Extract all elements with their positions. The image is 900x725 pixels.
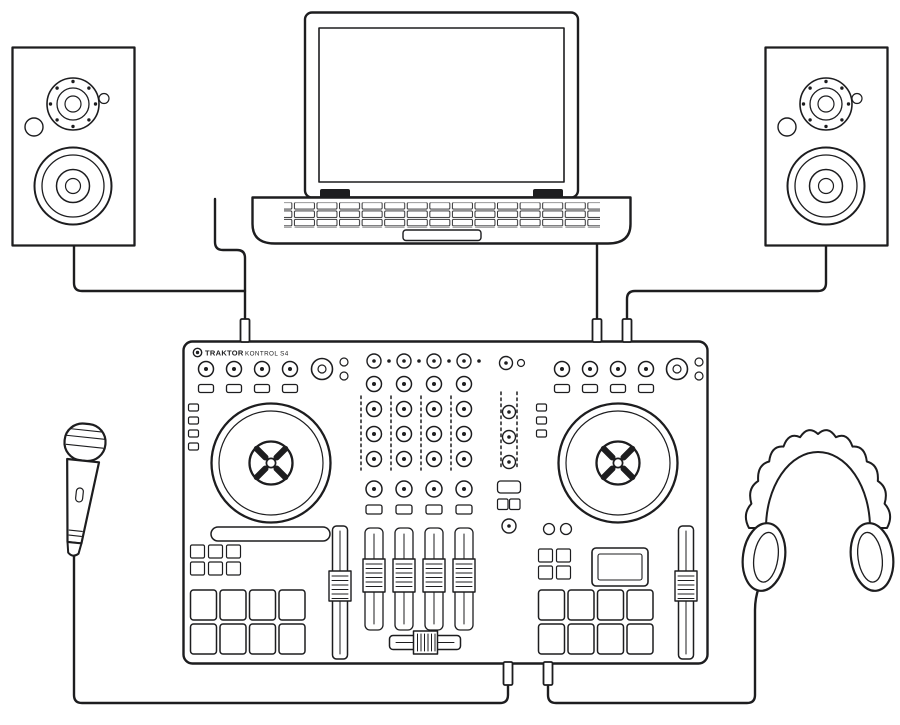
ear-cup-left: [741, 522, 787, 592]
tempo-fader-left: [328, 525, 352, 660]
controller-body: [182, 340, 709, 665]
model-text: KONTROL S4: [245, 351, 289, 358]
cable-right-speaker: [625, 244, 828, 321]
cable-headphones: [546, 585, 761, 705]
master-column: [496, 355, 526, 534]
brand-text: TRAKTOR: [205, 349, 244, 358]
plug-bottom-phones: [542, 661, 554, 686]
mic-grille: [65, 428, 106, 449]
ni-logo-icon: [192, 347, 203, 358]
deck-left: [187, 357, 352, 660]
deck-right: [535, 357, 704, 660]
controller-branding: TRAKTOR KONTROL S4: [192, 347, 289, 358]
cables: [72, 197, 828, 705]
level-meters: [360, 395, 452, 471]
microphone: [63, 422, 107, 557]
laptop-display: [318, 27, 565, 183]
laptop-touchpad: [402, 229, 482, 242]
cable-microphone: [72, 543, 510, 705]
loop-encoder-right: [665, 357, 689, 381]
mic-cap: [66, 540, 83, 557]
display-right: [591, 547, 649, 587]
master-meters: [500, 391, 518, 471]
touch-strip-left: [210, 526, 331, 542]
cable-plugs: [239, 318, 633, 686]
cable-laptop-left: [213, 197, 247, 321]
loop-encoder-left: [310, 357, 334, 381]
headphones: [741, 429, 895, 592]
right-speaker-icon: [764, 46, 889, 247]
plug-bottom-mic: [502, 661, 514, 686]
mixer: [360, 353, 481, 655]
laptop: [251, 11, 632, 245]
mic-head: [63, 422, 107, 463]
left-speaker-icon: [11, 46, 136, 247]
tempo-fader-right: [674, 525, 698, 660]
crossfader: [388, 630, 462, 655]
mic-switch: [75, 487, 84, 503]
laptop-keyboard: [284, 202, 600, 228]
laptop-screen: [303, 11, 580, 199]
plug-top-right-1: [591, 318, 603, 343]
cable-left-speaker: [72, 244, 247, 293]
plug-top-right-2: [621, 318, 633, 343]
headband: [744, 429, 892, 529]
dj-controller: TRAKTOR KONTROL S4: [182, 318, 709, 686]
plug-top-left: [239, 318, 251, 343]
mic-ring: [68, 529, 83, 537]
ear-cup-right: [849, 522, 895, 592]
